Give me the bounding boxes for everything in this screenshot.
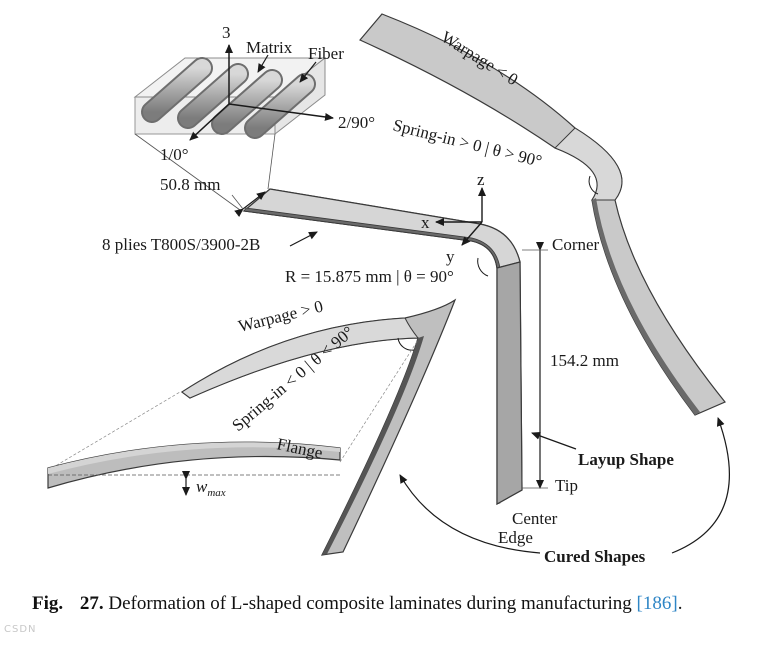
flange-label: Flange bbox=[275, 434, 324, 462]
rve-block bbox=[133, 44, 334, 211]
radius-label: R = 15.875 mm | θ = 90° bbox=[285, 267, 454, 286]
cured-shape-springin-negative bbox=[180, 298, 457, 556]
y-axis-label: y bbox=[446, 247, 455, 266]
axis-2-label: 2/90° bbox=[338, 113, 375, 132]
axis-1-arrow bbox=[189, 103, 230, 141]
plies-leader bbox=[289, 231, 318, 247]
cured-shapes-label: Cured Shapes bbox=[544, 547, 646, 566]
tip-label: Tip bbox=[555, 476, 578, 495]
edge-label: Edge bbox=[498, 528, 533, 547]
flange-detail bbox=[47, 339, 419, 496]
matrix-leader bbox=[257, 54, 269, 73]
warpage-positive-label: Warpage > 0 bbox=[236, 297, 325, 336]
layup-shape-label: Layup Shape bbox=[578, 450, 674, 469]
caption-end: . bbox=[677, 593, 683, 614]
caption-fig-number: 27. bbox=[79, 593, 104, 614]
z-axis-label: z bbox=[477, 170, 485, 189]
axis-2-arrow bbox=[228, 103, 334, 121]
watermark: CSDN bbox=[4, 624, 37, 635]
cured-shape-springin-positive bbox=[359, 13, 726, 416]
figure-caption: Fig. 27. Deformation of L-shaped composi… bbox=[32, 590, 747, 618]
fiber-label: Fiber bbox=[308, 44, 344, 63]
caption-text: Deformation of L-shaped composite lamina… bbox=[108, 593, 632, 614]
width-dimension bbox=[234, 191, 266, 218]
axis-3-label: 3 bbox=[222, 23, 231, 42]
x-axis-label: x bbox=[421, 213, 430, 232]
width-label: 50.8 mm bbox=[160, 175, 220, 194]
axis-1-label: 1/0° bbox=[160, 145, 189, 164]
caption-fig-label: Fig. bbox=[32, 593, 64, 614]
cured-arrow-right bbox=[671, 417, 730, 554]
center-label: Center bbox=[512, 509, 558, 528]
plies-label: 8 plies T800S/3900-2B bbox=[102, 235, 260, 254]
corner-angle-arc bbox=[477, 257, 489, 277]
layup-shape bbox=[242, 188, 523, 506]
matrix-label: Matrix bbox=[246, 38, 293, 57]
cured-arrow-left bbox=[399, 474, 541, 554]
corner-label: Corner bbox=[552, 235, 600, 254]
wmax-label: wmax bbox=[196, 477, 226, 499]
layup-shape-leader bbox=[531, 431, 577, 450]
caption-reference-link[interactable]: [186] bbox=[636, 593, 678, 614]
fiber-leader bbox=[299, 61, 317, 83]
y-axis-arrow bbox=[461, 221, 483, 246]
deformation-diagram: 3 Matrix Fiber 2/90° 1/0° 50.8 mm 8 plie… bbox=[47, 13, 730, 566]
height-label: 154.2 mm bbox=[550, 351, 619, 370]
